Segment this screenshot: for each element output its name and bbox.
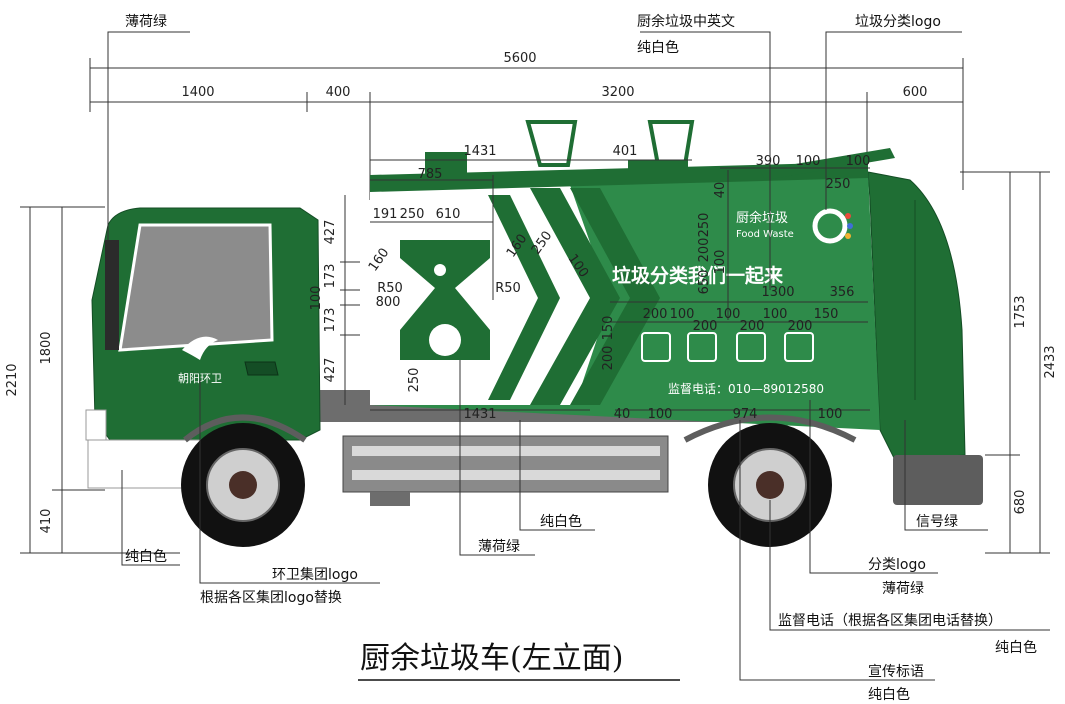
brand-logo-text: 朝阳环卫 xyxy=(178,372,222,385)
svg-text:200: 200 xyxy=(788,319,813,334)
svg-text:173: 173 xyxy=(323,308,338,333)
svg-text:427: 427 xyxy=(323,358,338,383)
svg-text:R50: R50 xyxy=(495,281,521,296)
page-title: 厨余垃圾车(左立面) xyxy=(360,641,623,676)
svg-text:150: 150 xyxy=(601,316,616,341)
svg-text:100: 100 xyxy=(846,154,871,169)
left-dimension-lines xyxy=(20,206,180,554)
label-pure-white-bottom: 纯白色 xyxy=(868,686,910,703)
category-icon-3 xyxy=(736,332,766,362)
svg-text:1431: 1431 xyxy=(463,407,496,422)
svg-text:785: 785 xyxy=(418,167,443,182)
slogan-text: 垃圾分类我们一起来 xyxy=(612,264,783,287)
dim-seg3: 3200 xyxy=(601,85,634,100)
inner-dimension-lines xyxy=(340,159,870,411)
svg-text:150: 150 xyxy=(814,307,839,322)
svg-text:200: 200 xyxy=(697,238,712,263)
dim-seg1: 1400 xyxy=(181,85,214,100)
dim-right-total: 2433 xyxy=(1043,345,1058,378)
waste-category-icons xyxy=(641,332,814,362)
svg-text:100: 100 xyxy=(796,154,821,169)
label-pure-white-mid: 纯白色 xyxy=(540,513,582,530)
svg-text:974: 974 xyxy=(733,407,758,422)
label-mint-green-top: 薄荷绿 xyxy=(125,14,167,30)
svg-text:200: 200 xyxy=(643,307,668,322)
svg-text:250: 250 xyxy=(400,207,425,222)
annotations: 薄荷绿 厨余垃圾中英文 纯白色 垃圾分类logo 纯白色 环卫集团logo 根据… xyxy=(125,13,1037,703)
dim-seg2: 400 xyxy=(326,85,351,100)
label-pure-white-right: 纯白色 xyxy=(995,639,1037,656)
svg-text:356: 356 xyxy=(830,285,855,300)
label-pure-white-top: 纯白色 xyxy=(637,39,679,56)
svg-text:427: 427 xyxy=(323,220,338,245)
dim-seg4: 600 xyxy=(903,85,928,100)
front-wheel xyxy=(181,423,305,547)
label-kitchen-cn-en: 厨余垃圾中英文 xyxy=(637,13,735,30)
food-waste-cn: 厨余垃圾 xyxy=(736,210,788,226)
label-signal-green: 信号绿 xyxy=(916,514,958,530)
svg-text:401: 401 xyxy=(613,144,638,159)
svg-text:R50: R50 xyxy=(377,281,403,296)
svg-text:200: 200 xyxy=(601,346,616,371)
dim-right-upper: 1753 xyxy=(1013,295,1028,328)
dim-overall-length: 5600 xyxy=(503,51,536,66)
truck: 厨余垃圾 Food Waste 垃圾分类我们一起来 监督电话：010—89012… xyxy=(85,120,983,547)
food-waste-en: Food Waste xyxy=(736,229,794,240)
rear-hopper xyxy=(867,171,966,461)
svg-text:100: 100 xyxy=(763,307,788,322)
dim-height-ground: 410 xyxy=(39,509,54,534)
dim-height-cab: 1800 xyxy=(39,331,54,364)
svg-text:100: 100 xyxy=(716,307,741,322)
svg-text:191: 191 xyxy=(373,207,398,222)
cab-window xyxy=(118,223,274,352)
top-dimension-lines xyxy=(89,58,964,200)
label-mint-green-right: 薄荷绿 xyxy=(882,581,924,597)
leader-lines xyxy=(107,31,1050,681)
svg-text:200: 200 xyxy=(693,319,718,334)
hourglass-emblem xyxy=(400,240,490,360)
svg-text:100: 100 xyxy=(648,407,673,422)
label-replace-logo: 根据各区集团logo替换 xyxy=(200,589,342,606)
svg-text:250: 250 xyxy=(826,177,851,192)
svg-text:100: 100 xyxy=(818,407,843,422)
category-icon-1 xyxy=(641,332,671,362)
svg-text:250: 250 xyxy=(697,213,712,238)
label-sanitation-logo: 环卫集团logo xyxy=(272,566,358,583)
svg-text:100: 100 xyxy=(309,286,324,311)
right-dimension-lines xyxy=(960,171,1050,554)
label-pure-white-cab: 纯白色 xyxy=(125,548,167,565)
dim-height-total: 2210 xyxy=(5,363,20,396)
svg-text:650: 650 xyxy=(697,270,712,295)
svg-text:100: 100 xyxy=(670,307,695,322)
dim-right-lower: 680 xyxy=(1013,490,1028,515)
label-mint-green-bottom: 薄荷绿 xyxy=(478,539,520,555)
rear-bumper xyxy=(893,455,983,505)
side-guard xyxy=(342,435,669,493)
svg-text:40: 40 xyxy=(713,182,728,199)
side-mirror xyxy=(105,240,119,350)
svg-text:800: 800 xyxy=(376,295,401,310)
svg-text:1300: 1300 xyxy=(761,285,794,300)
svg-text:1431: 1431 xyxy=(463,144,496,159)
category-icon-2 xyxy=(687,332,717,362)
svg-text:390: 390 xyxy=(756,154,781,169)
inner-dimension-labels: 1431 401 785 390 100 100 250 40 191 250 … xyxy=(309,144,870,422)
svg-text:200: 200 xyxy=(740,319,765,334)
category-icon-4 xyxy=(784,332,814,362)
label-sort-logo-top: 垃圾分类logo xyxy=(855,14,941,30)
svg-text:40: 40 xyxy=(614,407,631,422)
sanitation-group-logo-icon xyxy=(182,336,218,360)
svg-text:100: 100 xyxy=(713,250,728,275)
label-slogan: 宣传标语 xyxy=(868,664,924,680)
sort-logo-icon xyxy=(812,208,853,244)
svg-text:610: 610 xyxy=(436,207,461,222)
phone-text: 监督电话：010—89012580 xyxy=(668,381,824,396)
svg-text:173: 173 xyxy=(323,264,338,289)
label-sort-logo-bottom: 分类logo xyxy=(868,557,926,573)
label-supervise-phone: 监督电话（根据各区集团电话替换） xyxy=(778,612,1002,629)
svg-text:250: 250 xyxy=(407,368,422,393)
rear-wheel xyxy=(708,423,832,547)
